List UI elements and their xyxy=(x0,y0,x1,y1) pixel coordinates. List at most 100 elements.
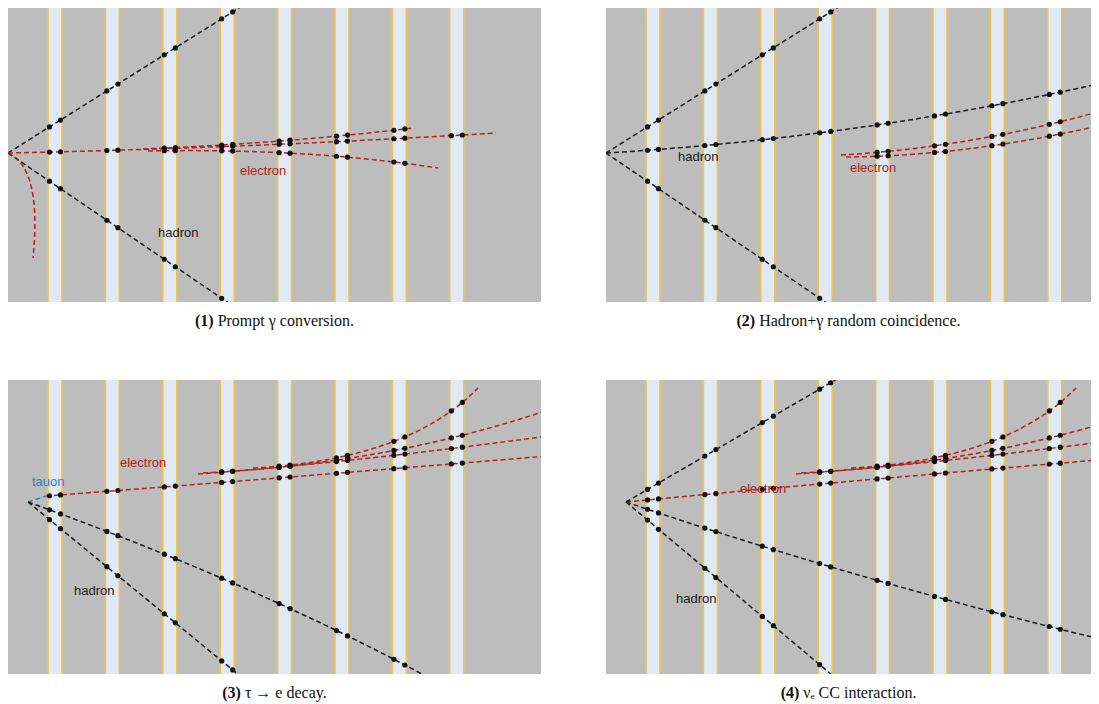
layer-edge xyxy=(119,8,121,302)
hit-dot xyxy=(817,470,822,475)
hit-dot xyxy=(760,420,765,425)
hit-dot xyxy=(104,489,109,494)
hit-dot xyxy=(713,447,718,452)
hit-dot xyxy=(771,414,776,419)
hit-dot xyxy=(115,533,120,538)
hit-dot xyxy=(760,544,765,549)
layer-edge xyxy=(47,8,49,302)
detector-panel: tauonelectronhadron(3) τ → e decay. xyxy=(8,380,541,674)
hit-dot xyxy=(58,511,63,516)
hit-dot xyxy=(104,148,109,153)
particle-track xyxy=(846,126,1091,157)
hit-dot xyxy=(402,136,407,141)
hit-dot xyxy=(449,461,454,466)
hit-dot xyxy=(277,464,282,469)
particle-track xyxy=(198,436,541,474)
detector-layer xyxy=(1048,8,1062,302)
hit-dot xyxy=(943,142,948,147)
hit-dot xyxy=(932,594,937,599)
hit-dot xyxy=(817,469,822,474)
hit-dot xyxy=(645,179,650,184)
hit-dot xyxy=(104,88,109,93)
hit-dot xyxy=(875,464,880,469)
hit-dot xyxy=(173,556,178,561)
detector-panel xyxy=(606,368,1099,680)
layer-edge xyxy=(449,8,451,302)
detector-layer xyxy=(392,380,406,674)
hit-dot xyxy=(817,561,822,566)
hit-dot xyxy=(173,264,178,269)
detector-layer xyxy=(818,380,832,674)
detector-layer xyxy=(818,8,832,302)
detector-layer xyxy=(876,380,890,674)
hit-dot xyxy=(771,45,776,50)
layer-edge xyxy=(119,380,121,674)
detector-layer xyxy=(450,380,464,674)
hit-dot xyxy=(828,9,833,14)
hit-dot xyxy=(1058,400,1063,405)
hit-dot xyxy=(334,471,339,476)
particle-track xyxy=(253,388,478,468)
hit-dot xyxy=(932,150,937,155)
layer-edge xyxy=(291,380,293,674)
hit-dot xyxy=(402,434,407,439)
hit-dot xyxy=(989,439,994,444)
hit-dot xyxy=(1000,132,1005,137)
hit-dot xyxy=(1047,461,1052,466)
hit-dot xyxy=(334,139,339,144)
hit-dot xyxy=(460,400,465,405)
track-label: electron xyxy=(740,482,786,495)
hit-dot xyxy=(932,471,937,476)
hit-dot xyxy=(828,469,833,474)
hit-dot xyxy=(345,139,350,144)
layer-edge xyxy=(219,8,221,302)
hit-dot xyxy=(828,380,833,385)
hit-dot xyxy=(288,138,293,143)
layer-edge xyxy=(774,380,776,674)
particle-track xyxy=(626,502,1091,638)
hit-dot xyxy=(656,117,661,122)
hit-dot xyxy=(828,129,833,134)
detector-panel xyxy=(606,0,1098,308)
hit-dot xyxy=(230,667,235,672)
panel-caption: (1) Prompt γ conversion. xyxy=(195,312,354,330)
hit-dot xyxy=(47,493,52,498)
hit-dot xyxy=(989,453,994,458)
layer-edge xyxy=(889,380,891,674)
hit-dot xyxy=(104,529,109,534)
detector-panel xyxy=(8,380,548,680)
hit-dot xyxy=(989,134,994,139)
hit-dot xyxy=(760,257,765,262)
particle-track xyxy=(203,410,541,473)
hit-dot xyxy=(219,480,224,485)
hit-dot xyxy=(713,491,718,496)
hit-dot xyxy=(760,52,765,57)
hit-dot xyxy=(760,614,765,619)
hit-dot xyxy=(162,484,167,489)
layer-edge xyxy=(1004,380,1006,674)
hit-dot xyxy=(391,466,396,471)
hit-dot xyxy=(943,453,948,458)
layer-edge xyxy=(645,8,647,302)
particle-track xyxy=(143,128,413,149)
hit-dot xyxy=(817,387,822,392)
hit-dot xyxy=(402,662,407,667)
hit-dot xyxy=(162,611,167,616)
panel-caption: (2) Hadron+γ random coincidence. xyxy=(736,312,960,330)
layer-edge xyxy=(932,8,934,302)
hit-dot xyxy=(1058,433,1063,438)
layer-edge xyxy=(1061,8,1063,302)
hit-dot xyxy=(230,148,235,153)
hit-dot xyxy=(1000,101,1005,106)
hit-dot xyxy=(656,186,661,191)
hit-dot xyxy=(104,564,109,569)
detector-layer xyxy=(220,8,234,302)
layer-edge xyxy=(817,8,819,302)
hit-dot xyxy=(702,453,707,458)
hit-dot xyxy=(645,487,650,492)
hit-dot xyxy=(771,264,776,269)
hit-dot xyxy=(391,657,396,662)
layer-edge xyxy=(47,380,49,674)
hit-dot xyxy=(345,133,350,138)
particle-track xyxy=(28,502,245,674)
